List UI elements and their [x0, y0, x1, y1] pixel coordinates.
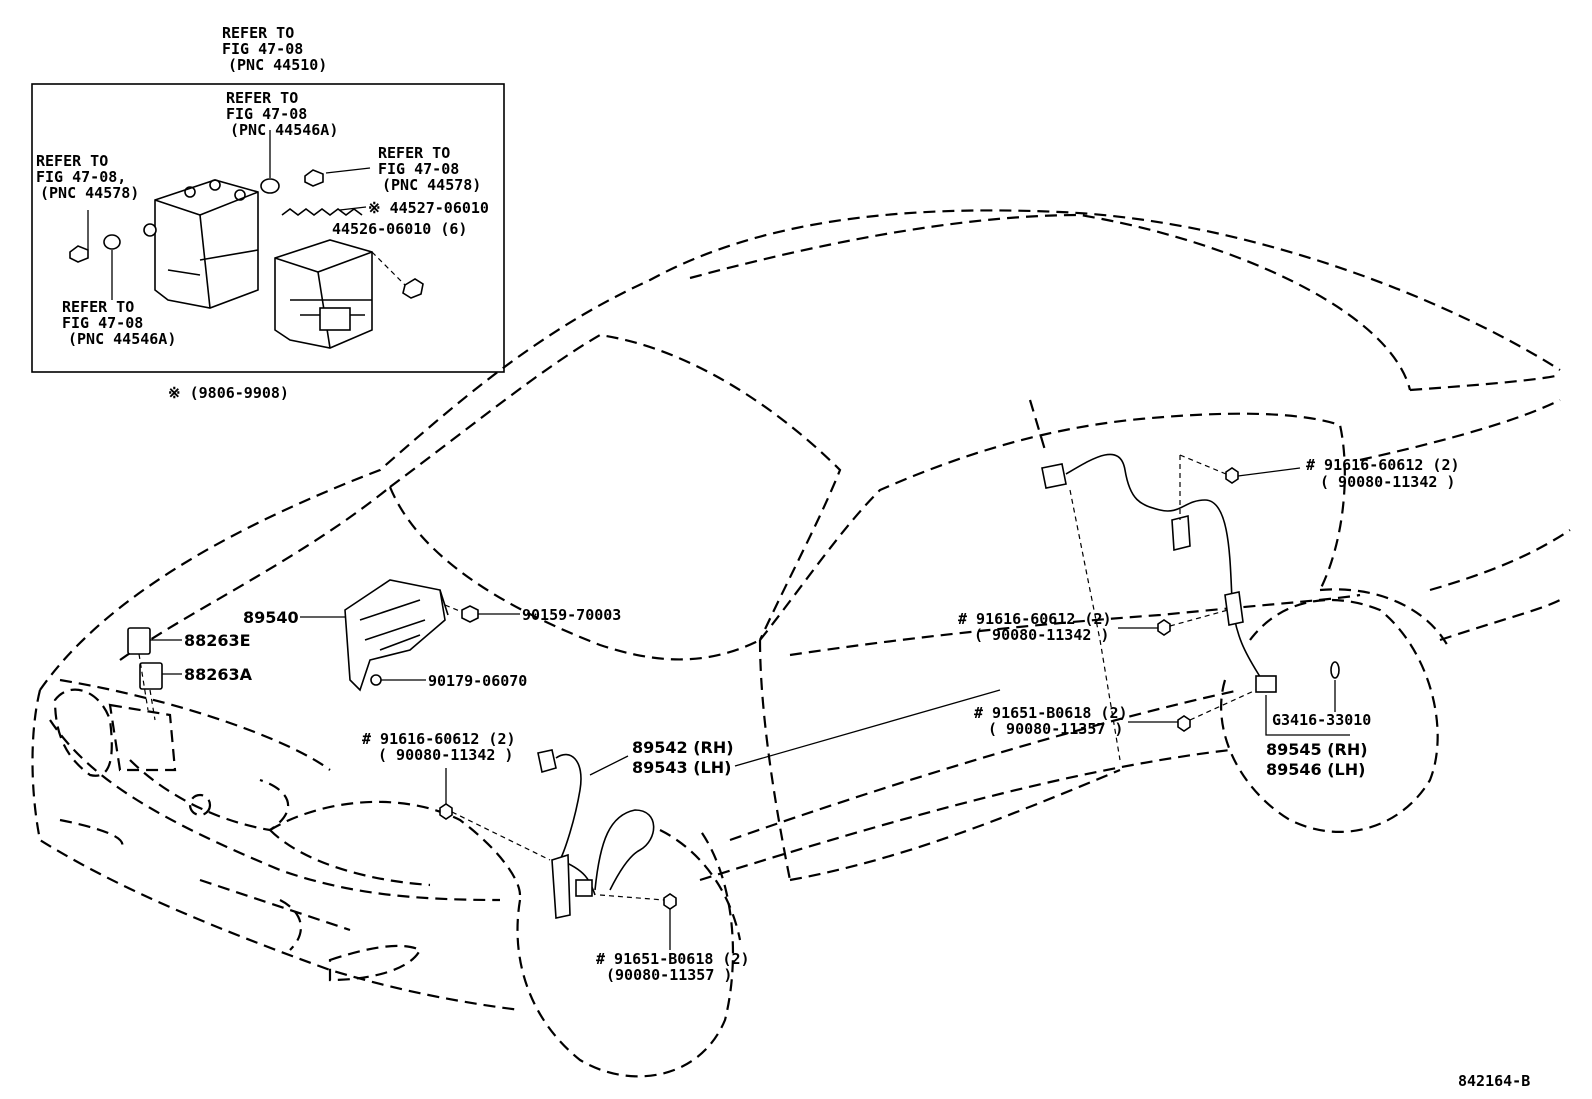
label-89545: 89545 (RH) [1266, 740, 1368, 759]
label-front-bolt-a: # 91616-60612 (2) [362, 730, 516, 748]
front-sensor-head [575, 879, 593, 897]
label-top-ref-3: (PNC 44510) [228, 56, 327, 74]
oring-g3416 [1330, 661, 1340, 679]
bolt-mid-91616 [1157, 619, 1171, 636]
label-44546a-bottom-1: REFER TO [62, 298, 134, 316]
label-44546a-bottom-3: (PNC 44546A) [68, 330, 176, 348]
bolt-90159 [461, 605, 479, 623]
label-44527: ※ 44527-06010 [368, 199, 489, 217]
label-89542: 89542 (RH) [632, 738, 734, 757]
rear-sensor-connector [1041, 463, 1067, 489]
label-mid-bolt-a: # 91616-60612 (2) [958, 610, 1112, 628]
label-oring: G3416-33010 [1272, 711, 1371, 729]
label-44546a-top-3: (PNC 44546A) [230, 121, 338, 139]
label-44578-left-1: REFER TO [36, 152, 108, 170]
rear-speed-sensor [1041, 453, 1350, 761]
label-figure-id: 842164-B [1458, 1072, 1530, 1090]
front-speed-sensor [439, 749, 677, 950]
bolt-mid-91651 [1177, 715, 1191, 732]
label-90179: 90179-06070 [428, 672, 527, 690]
screw-44526 [402, 278, 424, 299]
leader-89542 [734, 689, 1001, 767]
bolt-44578-left [69, 245, 89, 263]
front-sensor-connector [537, 749, 557, 774]
abs-ecu-module [274, 239, 373, 349]
label-rear-bolt-b: ( 90080-11342 ) [1320, 473, 1455, 491]
abs-actuator-inset [31, 83, 505, 373]
label-44546a-bottom-2: FIG 47-08 [62, 314, 143, 332]
label-mid-lower-b: ( 90080-11357 ) [988, 720, 1123, 738]
grommet-44546a-top [260, 178, 280, 194]
label-90159: 90159-70003 [522, 606, 621, 624]
relay-88263e [127, 627, 151, 655]
labels: REFER TO FIG 47-08 (PNC 44510) REFER TO … [36, 24, 1530, 1090]
label-44546a-top-1: REFER TO [226, 89, 298, 107]
bolt-rear-91616 [1225, 467, 1239, 484]
label-front-bolt-b: ( 90080-11342 ) [378, 746, 513, 764]
label-89543: 89543 (LH) [632, 758, 731, 777]
label-mid-bolt-b: ( 90080-11342 ) [974, 626, 1109, 644]
label-44578-left-3: (PNC 44578) [40, 184, 139, 202]
label-front-lower-a: # 91651-B0618 (2) [596, 950, 750, 968]
label-88263a: 88263A [184, 665, 253, 684]
ecu-89540 [344, 579, 449, 692]
label-top-ref-1: REFER TO [222, 24, 294, 42]
label-44526: 44526-06010 (6) [332, 220, 467, 238]
label-date-range: ※ (9806-9908) [168, 384, 289, 402]
label-44578-right-1: REFER TO [378, 144, 450, 162]
bolt-44578-right [304, 169, 324, 187]
label-44578-right-3: (PNC 44578) [382, 176, 481, 194]
label-44546a-top-2: FIG 47-08 [226, 105, 307, 123]
car-body-outline [31, 209, 1571, 1078]
label-44578-right-2: FIG 47-08 [378, 160, 459, 178]
grommet-44546a-left [103, 234, 121, 250]
label-89546: 89546 (LH) [1266, 760, 1365, 779]
bolt-front-91616 [439, 803, 453, 820]
label-89540: 89540 [243, 608, 299, 627]
label-88263e: 88263E [184, 631, 251, 650]
label-top-ref-2: FIG 47-08 [222, 40, 303, 58]
harness-44527 [281, 208, 363, 216]
front-components [127, 579, 520, 721]
abs-actuator [143, 179, 259, 309]
label-rear-bolt-a: # 91616-60612 (2) [1306, 456, 1460, 474]
bolt-front-91651 [663, 893, 677, 910]
nut-90179 [370, 674, 382, 686]
rear-sensor-head [1255, 675, 1277, 693]
label-mid-lower-a: # 91651-B0618 (2) [974, 704, 1128, 722]
relay-88263a [139, 662, 163, 690]
label-44578-left-2: FIG 47-08, [36, 168, 126, 186]
label-front-lower-b: (90080-11357 ) [606, 966, 732, 984]
